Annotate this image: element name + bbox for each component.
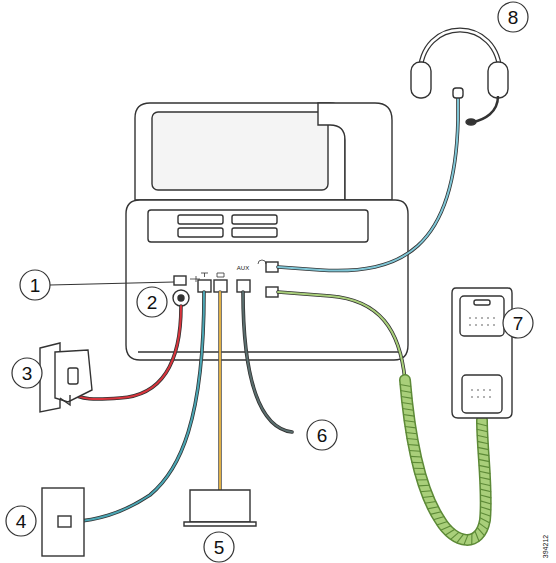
- coil-stroke: [416, 479, 427, 480]
- coil-stroke: [480, 477, 491, 479]
- callout-number: 2: [147, 293, 158, 312]
- coil-stroke: [478, 459, 489, 461]
- coil-stroke: [430, 512, 441, 515]
- coil-stroke: [475, 531, 479, 542]
- coil-stroke: [425, 501, 436, 503]
- coil-stroke: [407, 438, 418, 439]
- coil-stroke: [410, 456, 421, 458]
- coil-stroke: [477, 423, 488, 426]
- callout-number: 4: [16, 512, 27, 531]
- callout-number: 5: [214, 538, 225, 557]
- coil-stroke: [477, 527, 484, 536]
- coil-stroke: [402, 409, 413, 411]
- figure-number: 394212: [542, 534, 549, 557]
- coil-stroke: [409, 450, 420, 452]
- coil-stroke: [480, 495, 491, 498]
- callout-number: 3: [22, 364, 33, 383]
- coil-stroke: [415, 474, 426, 475]
- coil-stroke: [413, 468, 424, 469]
- coil-stroke: [480, 507, 491, 510]
- coil-stroke: [406, 433, 417, 434]
- coil-stroke: [427, 507, 438, 509]
- coil-stroke: [445, 529, 455, 535]
- coil-stroke: [477, 435, 488, 437]
- coil-stroke: [477, 441, 488, 443]
- coil-stroke: [477, 429, 488, 432]
- callout-number: 6: [317, 426, 328, 445]
- coil-stroke: [401, 396, 412, 398]
- coil-stroke: [400, 384, 411, 386]
- coil-stroke: [441, 526, 451, 531]
- coil-stroke: [450, 532, 459, 539]
- coil-stroke: [480, 489, 491, 492]
- coil-stroke: [400, 390, 411, 392]
- coil-stroke: [411, 462, 422, 463]
- coil-stroke: [403, 415, 414, 417]
- coil-stroke: [480, 483, 491, 486]
- coil-stroke: [480, 518, 490, 523]
- coil-stroke: [404, 421, 415, 422]
- coil-stroke: [479, 471, 490, 473]
- coil-stroke: [478, 453, 489, 455]
- coil-stroke: [471, 533, 472, 544]
- coil-stroke: [478, 447, 489, 449]
- callout-number: 1: [30, 276, 41, 295]
- coil-stroke: [464, 535, 468, 546]
- coil-stroke: [480, 501, 491, 504]
- coil-stroke: [457, 534, 464, 543]
- coil-stroke: [433, 517, 444, 520]
- callout-number: 8: [508, 8, 519, 27]
- coil-stroke: [408, 444, 419, 446]
- coil-stroke: [479, 465, 490, 467]
- callout-number: 7: [513, 314, 524, 333]
- coil-stroke: [402, 403, 413, 405]
- coil-stroke: [405, 427, 416, 428]
- coil-stroke: [422, 496, 433, 497]
- coil-stroke: [479, 523, 488, 530]
- coil-stroke: [420, 490, 431, 492]
- coil-stroke: [418, 485, 429, 487]
- coil-stroke: [480, 513, 491, 517]
- port-label: AUX: [237, 265, 249, 271]
- coil-stroke: [437, 521, 448, 525]
